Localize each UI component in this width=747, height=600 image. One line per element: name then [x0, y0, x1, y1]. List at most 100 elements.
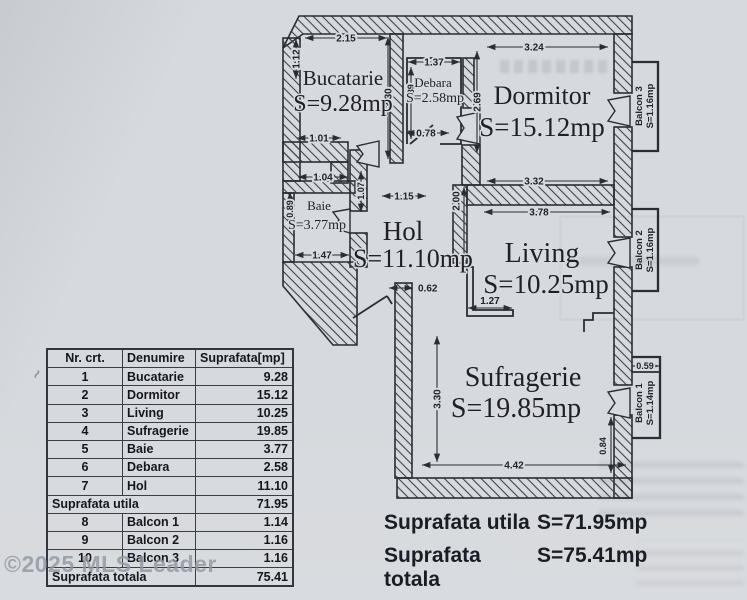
- svg-text:S=11.10mp: S=11.10mp: [353, 244, 473, 273]
- svg-text:S=10.25mp: S=10.25mp: [483, 269, 609, 299]
- svg-text:3.32: 3.32: [524, 177, 544, 188]
- dim-hol-right: 2.00: [450, 187, 468, 262]
- svg-text:0.89: 0.89: [285, 200, 295, 218]
- svg-text:Sufragerie: Sufragerie: [465, 362, 582, 393]
- dim-living-top: 3.78: [484, 206, 610, 221]
- svg-text:2.00: 2.00: [452, 191, 463, 211]
- svg-text:1.04: 1.04: [313, 173, 333, 184]
- dim-baie-right: 1.07: [354, 171, 368, 212]
- area-summary: Suprafata utila S=71.95mp Suprafata tota…: [384, 511, 647, 600]
- svg-text:S=1.14mp: S=1.14mp: [645, 380, 656, 425]
- dim-baie-top: 1.04: [298, 171, 348, 186]
- svg-text:3.24: 3.24: [524, 43, 544, 54]
- dim-living-inner: 1.27: [468, 294, 512, 312]
- svg-text:Living: Living: [505, 238, 580, 269]
- svg-text:0.62: 0.62: [418, 284, 438, 295]
- svg-text:S=19.85mp: S=19.85mp: [451, 393, 581, 424]
- svg-text:Balcon 1: Balcon 1: [634, 382, 645, 422]
- dim-dormitor-bottom: 3.32: [487, 175, 608, 190]
- dim-sufragerie-top: 0.62: [389, 282, 440, 297]
- dim-bucatarie-left: 1.12: [290, 39, 305, 79]
- dim-dormitor-top: 3.24: [487, 41, 608, 56]
- svg-text:S=15.12mp: S=15.12mp: [479, 112, 605, 142]
- summary-utila-value: S=71.95mp: [537, 511, 648, 534]
- svg-text:Balcon 3: Balcon 3: [634, 86, 645, 126]
- header-nr: Nr. crt.: [46, 348, 123, 369]
- walls: [282, 15, 633, 499]
- svg-text:1.37: 1.37: [424, 58, 444, 69]
- summary-utila-label: Suprafata utila: [384, 511, 530, 534]
- svg-text:Debara: Debara: [414, 75, 452, 90]
- dim-baie-bottom: 1.47: [295, 249, 349, 264]
- dim-dormitor-left: 2.69: [471, 51, 486, 153]
- dim-debara-door: 0.78: [406, 127, 449, 142]
- dim-sufragerie-bottom: 4.42: [422, 459, 626, 474]
- dim-bucatarie-width: 2.15: [305, 32, 387, 47]
- dimensions: 2.15 1.12 3.30 1.37 1.89 0.78 2.69 3.24 …: [283, 32, 659, 474]
- summary-totala-label: Suprafata totala: [384, 544, 481, 591]
- svg-text:Hol: Hol: [383, 216, 424, 246]
- summary-totala-value: S=75.41mp: [537, 544, 648, 567]
- floor-plan-drawing: 2.15 1.12 3.30 1.37 1.89 0.78 2.69 3.24 …: [282, 15, 662, 499]
- svg-text:S=1.16mp: S=1.16mp: [645, 83, 656, 128]
- door-leaves: [331, 95, 631, 419]
- svg-text:1.12: 1.12: [292, 49, 303, 69]
- thin-walls: [352, 57, 614, 332]
- svg-text:2.15: 2.15: [336, 34, 356, 45]
- header-value: Suprafata[mp]: [195, 348, 294, 369]
- svg-text:4.42: 4.42: [504, 461, 524, 472]
- dim-balcon1-top: 0.59: [632, 359, 659, 373]
- svg-text:1.01: 1.01: [309, 134, 329, 145]
- dim-hol-top: 1.15: [382, 190, 426, 205]
- svg-text:1.15: 1.15: [394, 192, 414, 203]
- table-header-row: Nr. crt. Denumire Suprafata[mp]: [46, 348, 294, 369]
- svg-text:S=1.16mp: S=1.16mp: [645, 227, 656, 272]
- svg-text:S=3.77mp: S=3.77mp: [288, 218, 346, 233]
- svg-text:1.07: 1.07: [356, 182, 366, 200]
- svg-text:3.30: 3.30: [433, 389, 444, 409]
- svg-text:S=2.58mp: S=2.58mp: [406, 91, 464, 106]
- svg-text:1.47: 1.47: [312, 251, 332, 262]
- svg-text:Bucatarie: Bucatarie: [303, 66, 383, 90]
- svg-text:0.78: 0.78: [416, 129, 436, 140]
- header-name: Denumire: [122, 348, 196, 369]
- svg-text:3.30: 3.30: [384, 88, 395, 108]
- summary-utila: Suprafata utila S=71.95mp: [384, 511, 647, 535]
- svg-text:Balcon 2: Balcon 2: [634, 230, 645, 270]
- bleed-through-ghost: [636, 540, 744, 586]
- dim-debara-width: 1.37: [408, 56, 460, 71]
- svg-text:Baie: Baie: [307, 198, 331, 213]
- svg-text:S=9.28mp: S=9.28mp: [293, 91, 393, 117]
- svg-text:3.78: 3.78: [529, 208, 549, 219]
- svg-text:1.89: 1.89: [406, 84, 416, 102]
- svg-text:0.59: 0.59: [636, 361, 654, 371]
- dim-debara-height: 1.89: [404, 67, 418, 139]
- dim-sufragerie-left: 3.30: [431, 336, 446, 462]
- svg-text:2.69: 2.69: [473, 92, 484, 112]
- summary-totala: Suprafata totala S=75.41mp: [384, 544, 647, 592]
- svg-text:0.84: 0.84: [598, 437, 608, 455]
- svg-text:Dormitor: Dormitor: [494, 81, 591, 110]
- balconies: [632, 60, 662, 440]
